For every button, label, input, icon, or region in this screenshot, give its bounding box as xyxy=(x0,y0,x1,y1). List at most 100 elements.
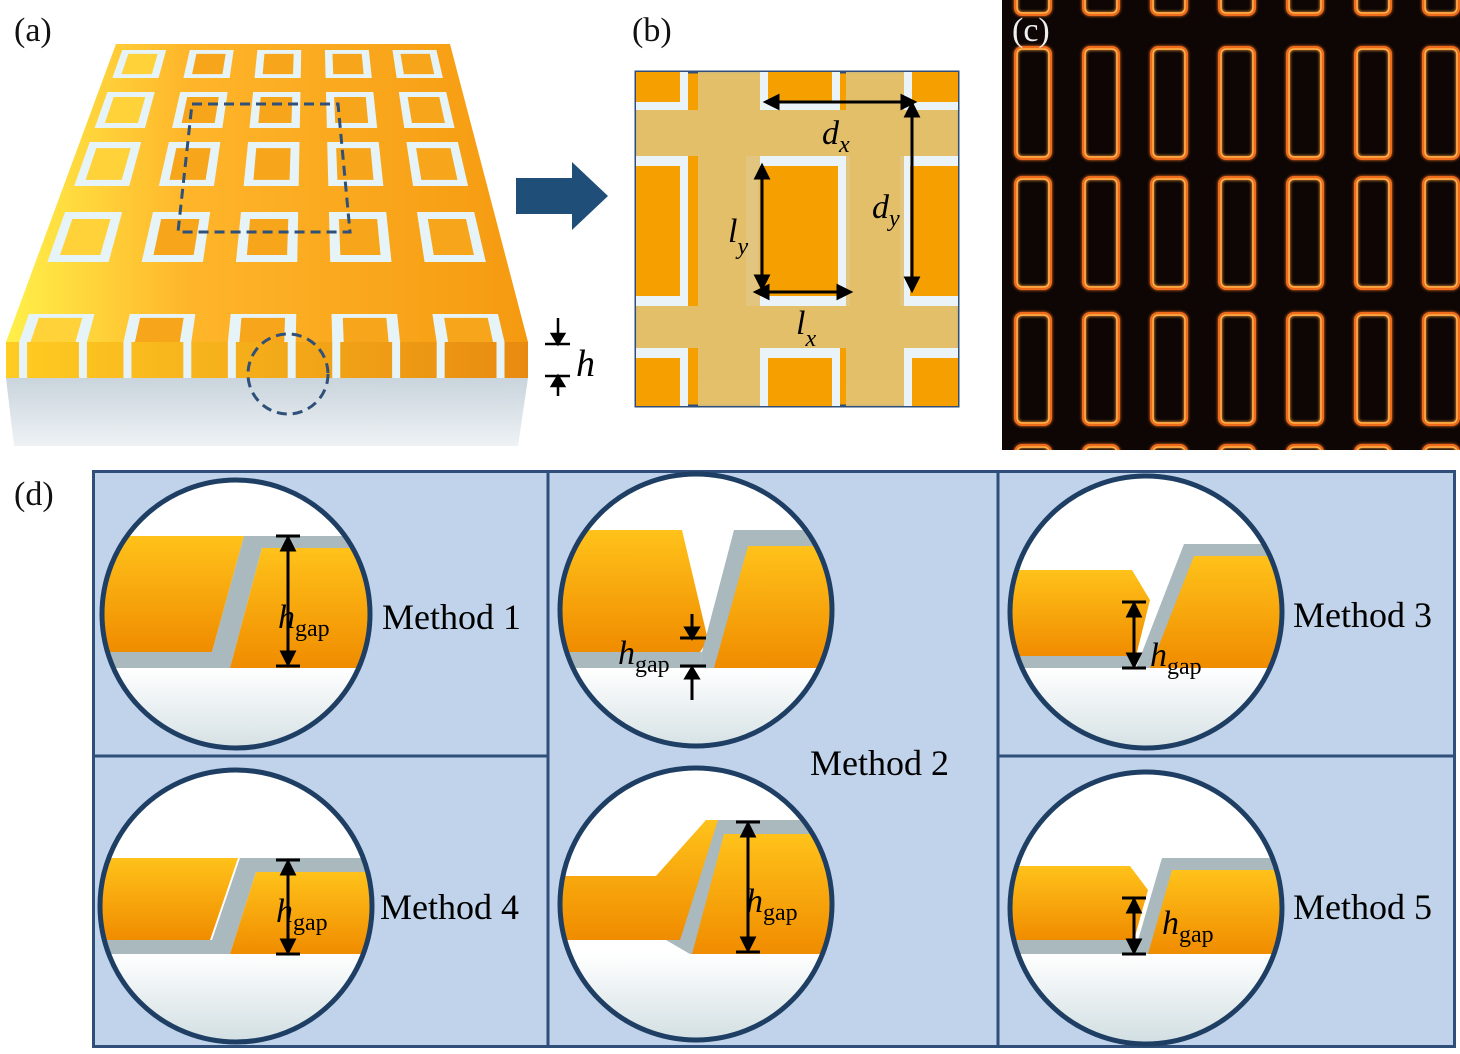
ring xyxy=(1286,46,1324,160)
method-1-hgap-label: hgap xyxy=(278,599,330,642)
unit-cell-selection xyxy=(176,102,352,234)
method-4-label: Method 4 xyxy=(380,887,519,927)
ring xyxy=(1286,0,1324,16)
ring-highlight xyxy=(1424,0,1458,14)
ring xyxy=(1286,444,1324,450)
ring xyxy=(1150,46,1188,160)
aperture-island xyxy=(334,97,369,123)
ring-highlight xyxy=(1152,0,1186,14)
ring xyxy=(1014,444,1052,450)
ring-highlight xyxy=(1016,446,1050,450)
ring-array xyxy=(1014,0,1460,450)
ring-highlight xyxy=(1288,314,1322,424)
aperture-island xyxy=(104,97,146,123)
slot-left xyxy=(123,342,132,378)
ring xyxy=(1218,312,1256,426)
ring-highlight xyxy=(1016,314,1050,424)
gap-arrow xyxy=(680,614,706,700)
gap-arrow xyxy=(276,534,300,668)
aperture-island xyxy=(169,148,211,180)
panel-c-label: (c) xyxy=(1012,12,1050,49)
aperture-island xyxy=(416,148,458,180)
ring-highlight xyxy=(1152,178,1186,288)
panel-d-label: (d) xyxy=(14,476,54,513)
slot-right xyxy=(183,342,192,378)
ring-highlight xyxy=(1016,0,1050,14)
ring xyxy=(1218,444,1256,450)
panel-d-grid-lines xyxy=(92,470,1456,1048)
method-5-circle xyxy=(1007,769,1285,1047)
panel-b-unit-cell: dx dy ly lx xyxy=(634,70,960,408)
gap-arrow xyxy=(736,820,760,954)
method-2-label: Method 2 xyxy=(810,743,949,783)
ring-highlight xyxy=(1424,48,1458,158)
method-4-circle xyxy=(97,767,375,1045)
ring-highlight xyxy=(1220,446,1254,450)
ring-highlight xyxy=(1016,178,1050,288)
method-3-hgap-label: hgap xyxy=(1150,637,1202,680)
aperture-island xyxy=(192,53,226,75)
ring xyxy=(1422,444,1460,450)
dy-label: dy xyxy=(872,189,900,232)
ring-highlight xyxy=(1356,314,1390,424)
method-2-circle xyxy=(557,471,835,749)
lx-label: lx xyxy=(796,305,816,352)
aperture-island xyxy=(407,97,445,123)
ring xyxy=(1014,0,1052,16)
aperture-island xyxy=(85,148,131,180)
gap-arrow xyxy=(1122,896,1146,956)
aperture-island xyxy=(153,219,200,255)
aperture-island xyxy=(121,53,158,75)
aperture-island xyxy=(60,219,111,255)
slot-right xyxy=(78,342,87,378)
ring-highlight xyxy=(1424,314,1458,424)
ring xyxy=(1082,312,1120,426)
ring xyxy=(1150,444,1188,450)
ring-highlight xyxy=(1084,446,1118,450)
aperture-island xyxy=(134,317,184,342)
method-5-hgap-label: hgap xyxy=(1162,905,1214,948)
aperture-island xyxy=(262,53,294,75)
thickness-indicator xyxy=(545,318,570,396)
method-1-label: Method 1 xyxy=(382,597,521,637)
thickness-symbol: h xyxy=(576,343,595,385)
panel-a-slab-diagram: h xyxy=(6,44,595,446)
ring xyxy=(1422,312,1460,426)
slot-left xyxy=(227,342,236,378)
ring-highlight xyxy=(1288,48,1322,158)
ring-highlight xyxy=(1016,48,1050,158)
ring xyxy=(1150,312,1188,426)
ring-highlight xyxy=(1288,0,1322,14)
ring-highlight xyxy=(1152,48,1186,158)
ring xyxy=(1422,46,1460,160)
zoom-arrow xyxy=(516,162,608,230)
aperture-island xyxy=(253,148,291,180)
ring xyxy=(1286,312,1324,426)
ring-highlight xyxy=(1084,314,1118,424)
aperture-island xyxy=(30,317,83,342)
ring xyxy=(1082,176,1120,290)
ring-highlight xyxy=(1084,48,1118,158)
gap-arrow xyxy=(276,858,300,956)
ring xyxy=(1354,0,1392,16)
ring-highlight xyxy=(1424,446,1458,450)
ring xyxy=(1082,444,1120,450)
slot-right xyxy=(496,342,505,378)
ring xyxy=(1150,0,1188,16)
ring xyxy=(1082,46,1120,160)
aperture-island xyxy=(338,219,381,255)
panel-b-label: (b) xyxy=(632,12,672,49)
method-21-circle xyxy=(557,765,835,1043)
method-1-circle xyxy=(99,477,373,751)
ring-highlight xyxy=(1152,446,1186,450)
slot-left xyxy=(436,342,445,378)
slot-left xyxy=(332,342,341,378)
zoom-circle xyxy=(246,332,330,416)
ring-highlight xyxy=(1356,0,1390,14)
substrate-block xyxy=(6,378,528,446)
dx-label: dx xyxy=(822,115,850,158)
ring xyxy=(1354,176,1392,290)
slot-left xyxy=(19,342,28,378)
method-3-label: Method 3 xyxy=(1293,595,1432,635)
ring xyxy=(1082,0,1120,16)
